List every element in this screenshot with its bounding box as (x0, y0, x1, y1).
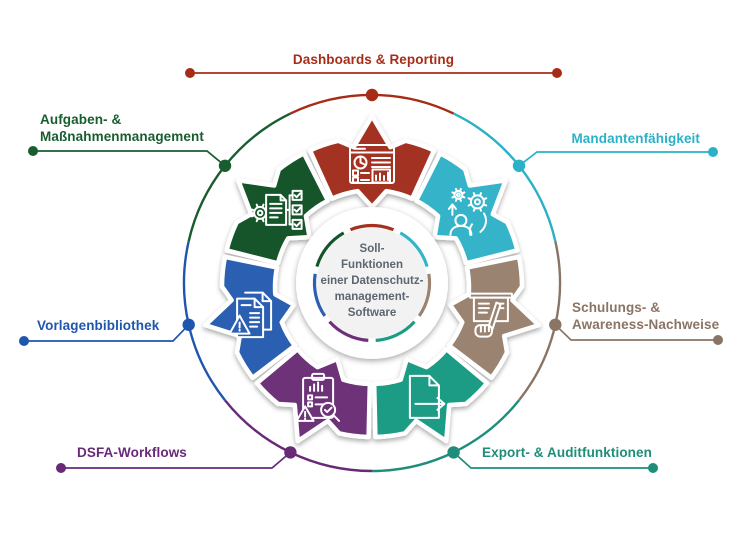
dashboard-report-icon (349, 144, 395, 184)
label-text: Export- & Auditfunktionen (482, 445, 652, 460)
label-text: Maßnahmenmanagement (40, 129, 204, 144)
label-aufgaben-massnahmen: Aufgaben- & Maßnahmenmanagement (40, 111, 204, 145)
circle-dot-dsfa (284, 446, 297, 459)
leader-dot (56, 463, 66, 473)
leader-dot (28, 146, 38, 156)
center-inner-disc (316, 227, 428, 339)
multi-tenant-icon (447, 187, 488, 236)
segment-dsfa (254, 346, 373, 444)
leader-line-mandanten (518, 151, 713, 167)
circle-dots (182, 88, 562, 459)
center-circle (296, 207, 448, 359)
leader-line-vorlagen (24, 324, 190, 342)
segment-mandanten (413, 151, 520, 266)
template-docs-icon (228, 291, 273, 339)
center-title-line: Soll- (359, 243, 385, 255)
label-schulungs-awareness: Schulungs- & Awareness-Nachweise (572, 299, 719, 333)
label-text: Awareness-Nachweise (572, 317, 720, 332)
leader-dot (552, 68, 562, 78)
center-title-line: management- (334, 291, 410, 303)
label-text: Dashboards & Reporting (292, 52, 455, 67)
wheel-segments (203, 113, 541, 444)
center-ring-arc-vorlagen (312, 273, 327, 317)
circle-dot-mandanten (512, 159, 526, 172)
label-export-audit: Export- & Auditfunktionen (482, 444, 652, 461)
label-dsfa-workflows: DSFA-Workflows (77, 444, 187, 461)
training-board-icon (468, 292, 513, 338)
leader-line-schulungs (554, 324, 718, 341)
center-ring-arc-aufgaben (315, 231, 345, 268)
label-text: Vorlagenbibliothek (37, 318, 160, 333)
leader-lines (19, 68, 723, 473)
leader-dot (185, 68, 195, 78)
task-management-icon (250, 189, 303, 230)
center-title-line: Software (347, 307, 397, 319)
label-text: Mandantenfähigkeit (571, 131, 700, 146)
leader-dot (19, 336, 29, 346)
label-dashboards-reporting: Dashboards & Reporting (190, 51, 557, 68)
leader-dot (708, 147, 718, 157)
label-mandantenfaehigkeit: Mandantenfähigkeit (500, 130, 700, 147)
export-doc-icon (408, 374, 446, 419)
center-title-line: einer Datenschutz- (320, 275, 424, 287)
center-ring-arc-dashboards (349, 224, 395, 232)
center-ring-arc-export (375, 320, 416, 342)
leader-dot (713, 335, 723, 345)
dsfa-audit-icon (295, 372, 341, 422)
label-text: Aufgaben- & (40, 112, 122, 127)
leader-line-export (453, 451, 653, 469)
center-ring-arc-mandanten (399, 231, 429, 268)
circle-dot-aufgaben (218, 159, 232, 172)
circle-dot-vorlagen (182, 318, 195, 331)
center-ring-arc-schulungs (417, 273, 432, 317)
segment-export (371, 346, 490, 444)
leader-line-aufgaben (33, 150, 226, 167)
label-text: Schulungs- & (572, 300, 661, 315)
circle-dot-dashboards (365, 88, 379, 102)
leader-dot (648, 463, 658, 473)
center-title-line: Funktionen (341, 259, 403, 271)
center-title: Soll- Funktionen einer Datenschutz- mana… (300, 241, 444, 321)
label-text: DSFA-Workflows (77, 445, 187, 460)
center-ring-arc-dsfa (328, 320, 369, 342)
label-vorlagenbibliothek: Vorlagenbibliothek (37, 317, 159, 334)
leader-line-dsfa (61, 451, 291, 469)
circle-dot-export (447, 446, 460, 459)
circle-dot-schulungs (549, 318, 562, 331)
